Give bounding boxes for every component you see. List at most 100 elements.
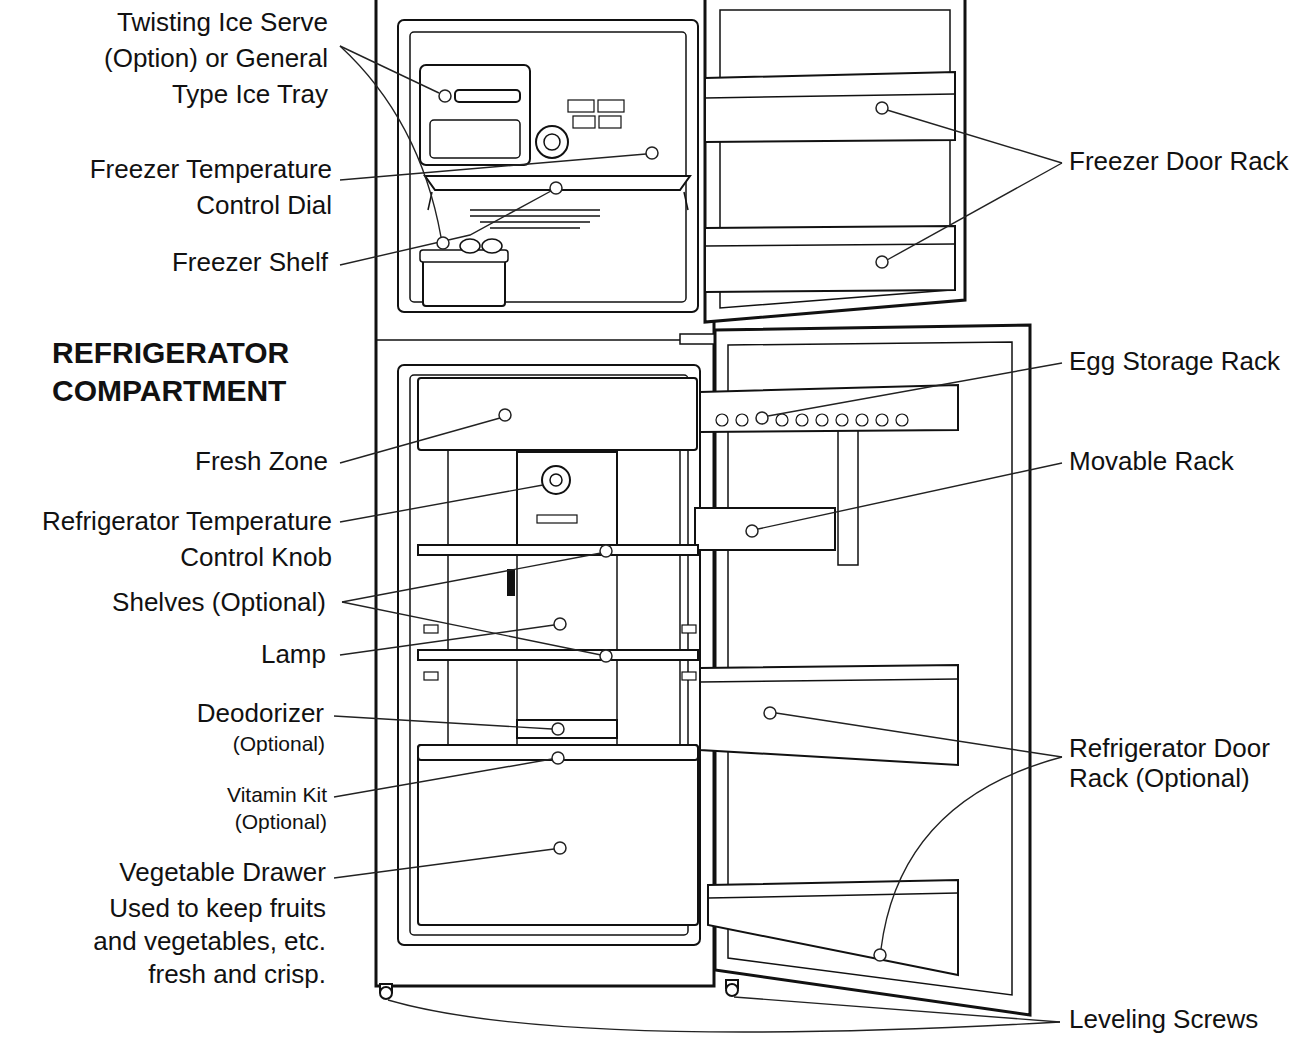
callout-dots <box>552 723 564 735</box>
leader-lines <box>334 716 552 729</box>
part-label: Vegetable Drawer <box>26 854 326 890</box>
refrigerator-door <box>856 414 868 426</box>
part-label: Refrigerator Temperature Control Knob <box>17 503 332 575</box>
refrigerator-door <box>896 414 908 426</box>
callout-dots <box>876 256 888 268</box>
refrigerator-interior <box>517 720 617 738</box>
part-label: Fresh Zone <box>28 443 328 479</box>
callout-dots <box>600 545 612 557</box>
refrigerator-door <box>695 325 1030 1015</box>
refrigerator-body <box>376 0 714 986</box>
part-label: Egg Storage Rack <box>1069 343 1305 379</box>
refrigerator-door <box>700 665 958 765</box>
leader-lines <box>388 1000 1060 1032</box>
callout-dots <box>552 752 564 764</box>
freezer-interior <box>430 120 520 158</box>
freezer-interior <box>684 192 688 210</box>
callout-dots <box>756 412 768 424</box>
leader-lines <box>334 759 552 797</box>
callout-dots <box>874 949 886 961</box>
refrigerator-interior <box>682 672 696 680</box>
leader-lines <box>776 713 1062 757</box>
refrigerator-interior <box>679 450 681 745</box>
freezer-interior <box>460 239 480 253</box>
callout-dots <box>646 147 658 159</box>
part-label: Refrigerator Door Rack (Optional) <box>1069 733 1305 793</box>
refrigerator-door <box>695 508 835 550</box>
refrigerator-interior <box>682 625 696 633</box>
freezer-interior <box>598 100 624 112</box>
refrigerator-body <box>398 365 700 945</box>
refrigerator-door <box>708 880 958 975</box>
freezer-door <box>705 244 955 246</box>
leader-lines <box>340 191 551 265</box>
part-label: Lamp <box>26 636 326 672</box>
refrigerator-door <box>716 414 728 426</box>
freezer-interior <box>490 227 580 229</box>
leader-lines <box>342 602 601 655</box>
part-label: (Optional) <box>125 731 325 757</box>
refrigerator-door <box>816 414 828 426</box>
callout-dots <box>499 409 511 421</box>
refrigerator-interior <box>424 672 438 680</box>
callout-dots <box>439 90 451 102</box>
leader-lines <box>340 625 554 655</box>
freezer-interior <box>599 116 621 128</box>
leader-lines <box>340 418 500 463</box>
freezer-interior <box>470 215 600 217</box>
refrigerator-interior <box>418 378 697 450</box>
refrigerator-door <box>708 893 958 898</box>
refrigerator-interior <box>418 650 698 660</box>
leader-lines <box>887 163 1062 260</box>
refrigerator-body <box>398 20 698 312</box>
freezer-interior <box>482 239 502 253</box>
freezer-door <box>705 0 965 322</box>
freezer-interior <box>455 90 520 102</box>
section-heading: REFRIGERATOR COMPARTMENT <box>52 334 342 410</box>
leader-lines <box>340 46 441 237</box>
refrigerator-interior <box>517 452 617 547</box>
refrigerator-door <box>776 414 788 426</box>
refrigerator-body <box>376 339 714 341</box>
freezer-door <box>705 94 955 98</box>
leader-lines <box>334 849 554 878</box>
callout-dots <box>554 618 566 630</box>
callout-dots <box>550 182 562 194</box>
leader-lines <box>768 363 1062 416</box>
refrigerator-interior <box>550 474 562 486</box>
callout-dots <box>876 102 888 114</box>
leader-lines <box>734 997 1060 1022</box>
part-label: Leveling Screws <box>1069 1001 1305 1037</box>
leader-lines <box>887 110 1062 163</box>
refrigerator-interior <box>447 450 449 745</box>
callout-dots <box>437 90 888 961</box>
callout-dots <box>746 525 758 537</box>
part-label: Shelves (Optional) <box>26 584 326 620</box>
part-label: Deodorizer <box>24 695 324 731</box>
part-label: Freezer Shelf <box>28 244 328 280</box>
refrigerator-interior <box>418 545 698 555</box>
freezer-interior <box>568 100 594 112</box>
refrigerator-door <box>736 414 748 426</box>
leveling-feet <box>726 984 738 996</box>
callout-dots <box>554 842 566 854</box>
refrigerator-body <box>410 32 686 302</box>
refrigerator-interior <box>508 570 514 595</box>
leveling-feet <box>380 980 738 999</box>
refrigerator-interior <box>418 378 698 925</box>
leader-lines <box>340 154 646 180</box>
freezer-interior <box>480 221 590 223</box>
freezer-door <box>705 72 955 142</box>
refrigerator-interior <box>424 625 438 633</box>
freezer-door <box>705 226 955 292</box>
part-label: Freezer Door Rack <box>1069 143 1305 179</box>
refrigerator-door <box>836 414 848 426</box>
refrigerator-door <box>876 414 888 426</box>
leader-lines <box>342 553 601 602</box>
freezer-interior <box>536 126 568 158</box>
part-label: Vitamin Kit (Optional) <box>195 781 327 835</box>
leader-lines <box>758 463 1062 529</box>
freezer-interior <box>423 258 505 306</box>
freezer-interior <box>420 65 690 306</box>
refrigerator-interior <box>537 515 577 523</box>
